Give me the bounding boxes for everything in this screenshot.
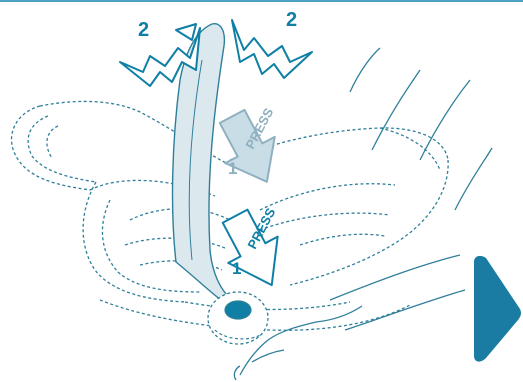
press-bottom-step-number: 1: [232, 259, 241, 278]
press-top-step-number: 1: [228, 159, 237, 178]
rotate-right-arrow-icon: [232, 20, 312, 78]
carry-handle: [173, 24, 232, 304]
handle-pivot-hub: [208, 292, 268, 344]
rotate-right-step-number: 2: [286, 9, 297, 31]
vehicle-seat-outline: [330, 48, 492, 330]
next-arrow-icon[interactable]: [474, 256, 521, 362]
rotate-left-step-number: 2: [138, 19, 149, 41]
